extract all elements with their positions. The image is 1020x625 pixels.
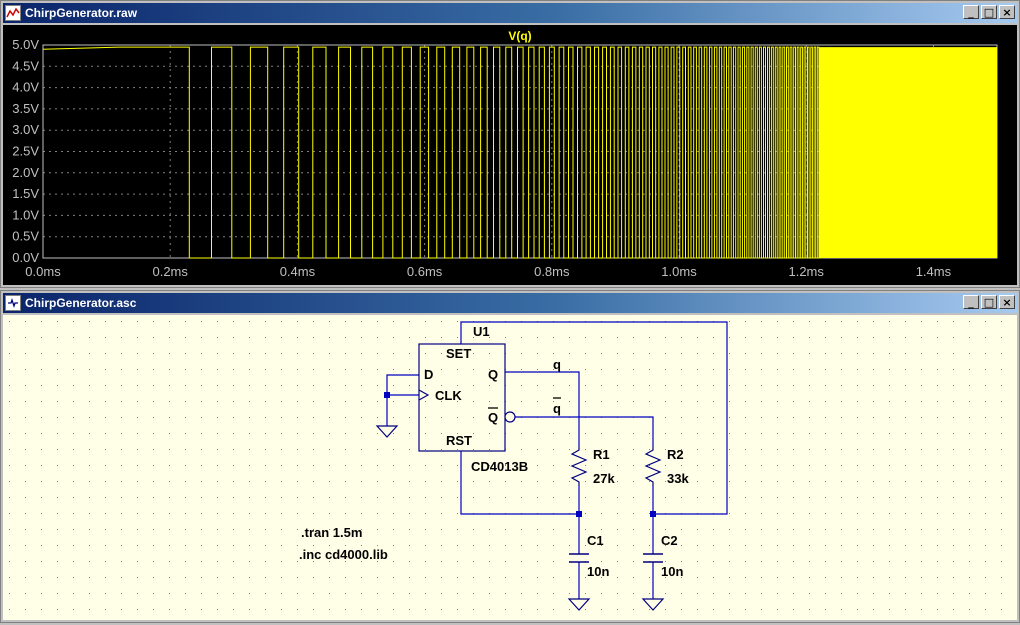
r2-ref-label: R2	[667, 447, 684, 462]
waveform-window: ChirpGenerator.raw _ □ × 5.0V 4.5V 4.0V 3.5…	[0, 0, 1020, 288]
maximize-button[interactable]: □	[981, 5, 997, 19]
r1-ref-label: R1	[593, 447, 610, 462]
x-tick-label: 0.8ms	[534, 264, 570, 279]
schematic-canvas[interactable]: SET D CLK Q Q RST U1 CD4013B q q R1 27k	[3, 315, 1017, 620]
minimize-button[interactable]: _	[963, 5, 979, 19]
maximize-button[interactable]: □	[981, 295, 997, 309]
schematic-drawing[interactable]: SET D CLK Q Q RST U1 CD4013B q q R1 27k	[3, 315, 1017, 620]
r1-value-label: 27k	[593, 471, 615, 486]
chart-title: V(q)	[508, 29, 531, 43]
c2-value-label: 10n	[661, 564, 683, 579]
pin-label-qbar: Q	[488, 410, 498, 425]
junction-dot	[384, 392, 390, 398]
net-label-q[interactable]: q	[553, 357, 561, 372]
c1-ref-label: C1	[587, 533, 604, 548]
waveform-chart[interactable]: 5.0V 4.5V 4.0V 3.5V 3.0V 2.5V 2.0V 1.5V 1.0V 0.5V…	[3, 25, 1017, 285]
c1-value-label: 10n	[587, 564, 609, 579]
resistor-icon	[644, 446, 662, 486]
wire-qbar-net[interactable]	[515, 416, 654, 446]
ground-icon[interactable]	[375, 425, 399, 438]
wire-set-loop[interactable]	[460, 321, 728, 515]
ic-part-label: CD4013B	[471, 459, 528, 474]
minimize-icon: _	[968, 296, 974, 309]
resistor-r2[interactable]: R2 33k	[644, 446, 689, 486]
y-tick-label: 4.5V	[12, 58, 39, 73]
y-tick-label: 2.5V	[12, 144, 39, 159]
maximize-icon: □	[983, 296, 995, 309]
wires	[386, 321, 728, 599]
schematic-grid	[3, 315, 1017, 620]
ic-ref-label: U1	[473, 324, 490, 339]
minimize-icon: _	[968, 6, 974, 19]
net-label-qbar[interactable]: q	[553, 401, 561, 416]
schematic-titlebar[interactable]: ChirpGenerator.asc _ □ ×	[3, 293, 1017, 313]
junction-dot	[576, 511, 582, 517]
x-tick-label: 0.6ms	[407, 264, 443, 279]
y-tick-label: 1.5V	[12, 186, 39, 201]
spice-directive-tran[interactable]: .tran 1.5m	[301, 525, 362, 540]
schematic-window-title: ChirpGenerator.asc	[25, 296, 137, 310]
resistor-icon	[570, 446, 588, 486]
c2-ref-label: C2	[661, 533, 678, 548]
y-tick-label: 1.0V	[12, 207, 39, 222]
x-tick-label: 0.0ms	[25, 264, 61, 279]
r2-value-label: 33k	[667, 471, 689, 486]
ic-u1[interactable]: SET D CLK Q Q RST U1 CD4013B	[418, 324, 528, 474]
x-tick-label: 0.4ms	[280, 264, 316, 279]
maximize-icon: □	[983, 6, 995, 19]
x-tick-label: 1.4ms	[916, 264, 952, 279]
x-tick-label: 1.2ms	[788, 264, 824, 279]
inverter-bubble-icon	[504, 411, 516, 423]
waveform-solid-band[interactable]	[818, 47, 997, 258]
minimize-button[interactable]: _	[963, 295, 979, 309]
close-button[interactable]: ×	[999, 5, 1015, 19]
x-tick-label: 0.2ms	[152, 264, 188, 279]
y-tick-label: 3.0V	[12, 122, 39, 137]
spice-directive-include[interactable]: .inc cd4000.lib	[299, 547, 388, 562]
capacitor-c2[interactable]: C2 10n	[643, 533, 683, 579]
waveform-trace[interactable]	[42, 46, 821, 259]
close-icon: ×	[1002, 296, 1012, 309]
waveform-plot-area[interactable]: 5.0V 4.5V 4.0V 3.5V 3.0V 2.5V 2.0V 1.5V 1.0V 0.5V…	[3, 25, 1017, 285]
wire-q-net[interactable]	[505, 371, 580, 446]
waveform-titlebar[interactable]: ChirpGenerator.raw _ □ ×	[3, 3, 1017, 23]
waveform-window-title: ChirpGenerator.raw	[25, 6, 138, 20]
pin-label-q: Q	[488, 367, 498, 382]
pin-label-d: D	[424, 367, 433, 382]
close-icon: ×	[1002, 6, 1012, 19]
y-tick-label: 3.5V	[12, 101, 39, 116]
y-tick-label: 5.0V	[12, 37, 39, 52]
y-tick-label: 2.0V	[12, 165, 39, 180]
ground-icon[interactable]	[567, 598, 591, 611]
resistor-r1[interactable]: R1 27k	[570, 446, 615, 486]
pin-label-set: SET	[446, 346, 471, 361]
waveform-app-icon	[5, 5, 21, 21]
x-tick-label: 1.0ms	[661, 264, 697, 279]
y-tick-label: 0.5V	[12, 229, 39, 244]
pin-label-rst: RST	[446, 433, 472, 448]
capacitor-c1[interactable]: C1 10n	[569, 533, 609, 579]
close-button[interactable]: ×	[999, 295, 1015, 309]
ground-icon[interactable]	[641, 598, 665, 611]
y-tick-label: 4.0V	[12, 80, 39, 95]
wire-rst-loop[interactable]	[460, 451, 579, 515]
y-tick-label: 0.0V	[12, 250, 39, 265]
schematic-app-icon	[5, 295, 21, 311]
pin-label-clk: CLK	[435, 388, 462, 403]
junction-dot	[650, 511, 656, 517]
ic-body	[418, 343, 506, 452]
clock-triangle-icon	[418, 389, 430, 401]
wire-d-feedback[interactable]	[386, 374, 419, 426]
schematic-window: ChirpGenerator.asc _ □ ×	[0, 290, 1020, 623]
